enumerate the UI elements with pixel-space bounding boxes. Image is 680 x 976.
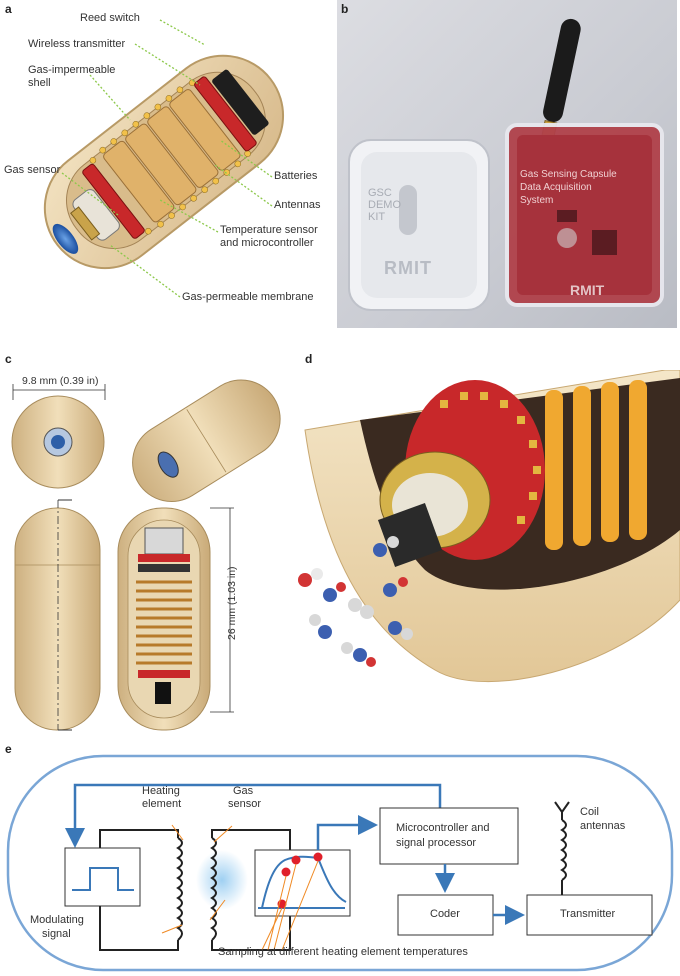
panel-letter-b: b <box>341 2 349 16</box>
sampling-label: Sampling at different heating element te… <box>218 946 468 958</box>
demo-kit-brand: RMIT <box>384 258 432 278</box>
coil-label-line1: Coil <box>580 806 599 818</box>
label-reed-switch: Reed switch <box>80 12 140 24</box>
gas-sensor-label-line2: sensor <box>228 798 262 810</box>
micro-label-line1: Microcontroller and <box>396 822 490 834</box>
panel-b-devices <box>348 18 664 311</box>
label-temp-line2: and microcontroller <box>220 237 314 249</box>
demo-kit-line3: KIT <box>368 211 386 223</box>
label-shell-line2: shell <box>28 77 51 89</box>
demo-kit-line1: GSC <box>368 187 392 199</box>
label-membrane: Gas-permeable membrane <box>182 291 314 303</box>
label-wireless-transmitter: Wireless transmitter <box>28 38 126 50</box>
panel-letter-d: d <box>305 352 313 366</box>
mod-label-line2: signal <box>42 928 71 940</box>
daq-brand: RMIT <box>570 282 605 298</box>
daq-line2: Data Acquisition <box>520 182 592 193</box>
coil-label-line2: antennas <box>580 820 626 832</box>
label-shell-line1: Gas-impermeable <box>28 64 116 76</box>
micro-label-line2: signal processor <box>396 837 477 849</box>
daq-line1: Gas Sensing Capsule <box>520 169 617 180</box>
demo-kit-line2: DEMO <box>368 199 401 211</box>
panel-letter-e: e <box>5 742 12 756</box>
panel-letter-a: a <box>5 2 12 16</box>
width-dimension: 9.8 mm (0.39 in) <box>22 375 99 387</box>
heating-label-line2: element <box>142 798 182 810</box>
mod-label-line1: Modulating <box>30 914 84 926</box>
label-antennas: Antennas <box>274 199 321 211</box>
length-dimension: 26 mm (1.03 in) <box>226 566 238 640</box>
gas-sensor-label-line1: Gas <box>233 785 254 797</box>
panel-c-views <box>11 379 281 731</box>
daq-line3: System <box>520 195 554 206</box>
panel-letter-c: c <box>5 352 12 366</box>
panel-d-closeup <box>298 370 680 682</box>
label-gas-sensor: Gas sensor <box>4 164 61 176</box>
panel-e-block-diagram <box>6 754 674 972</box>
label-temp-line1: Temperature sensor <box>220 224 318 236</box>
panel-a-capsule-cutaway <box>43 19 285 298</box>
transmitter-label: Transmitter <box>560 908 616 920</box>
coder-label: Coder <box>430 908 460 920</box>
daq-label: Gas Sensing Capsule Data Acquisition Sys… <box>520 168 617 207</box>
label-batteries: Batteries <box>274 170 318 182</box>
heating-label-line1: Heating <box>142 785 180 797</box>
demo-kit-text: GSC DEMO KIT <box>368 187 401 223</box>
